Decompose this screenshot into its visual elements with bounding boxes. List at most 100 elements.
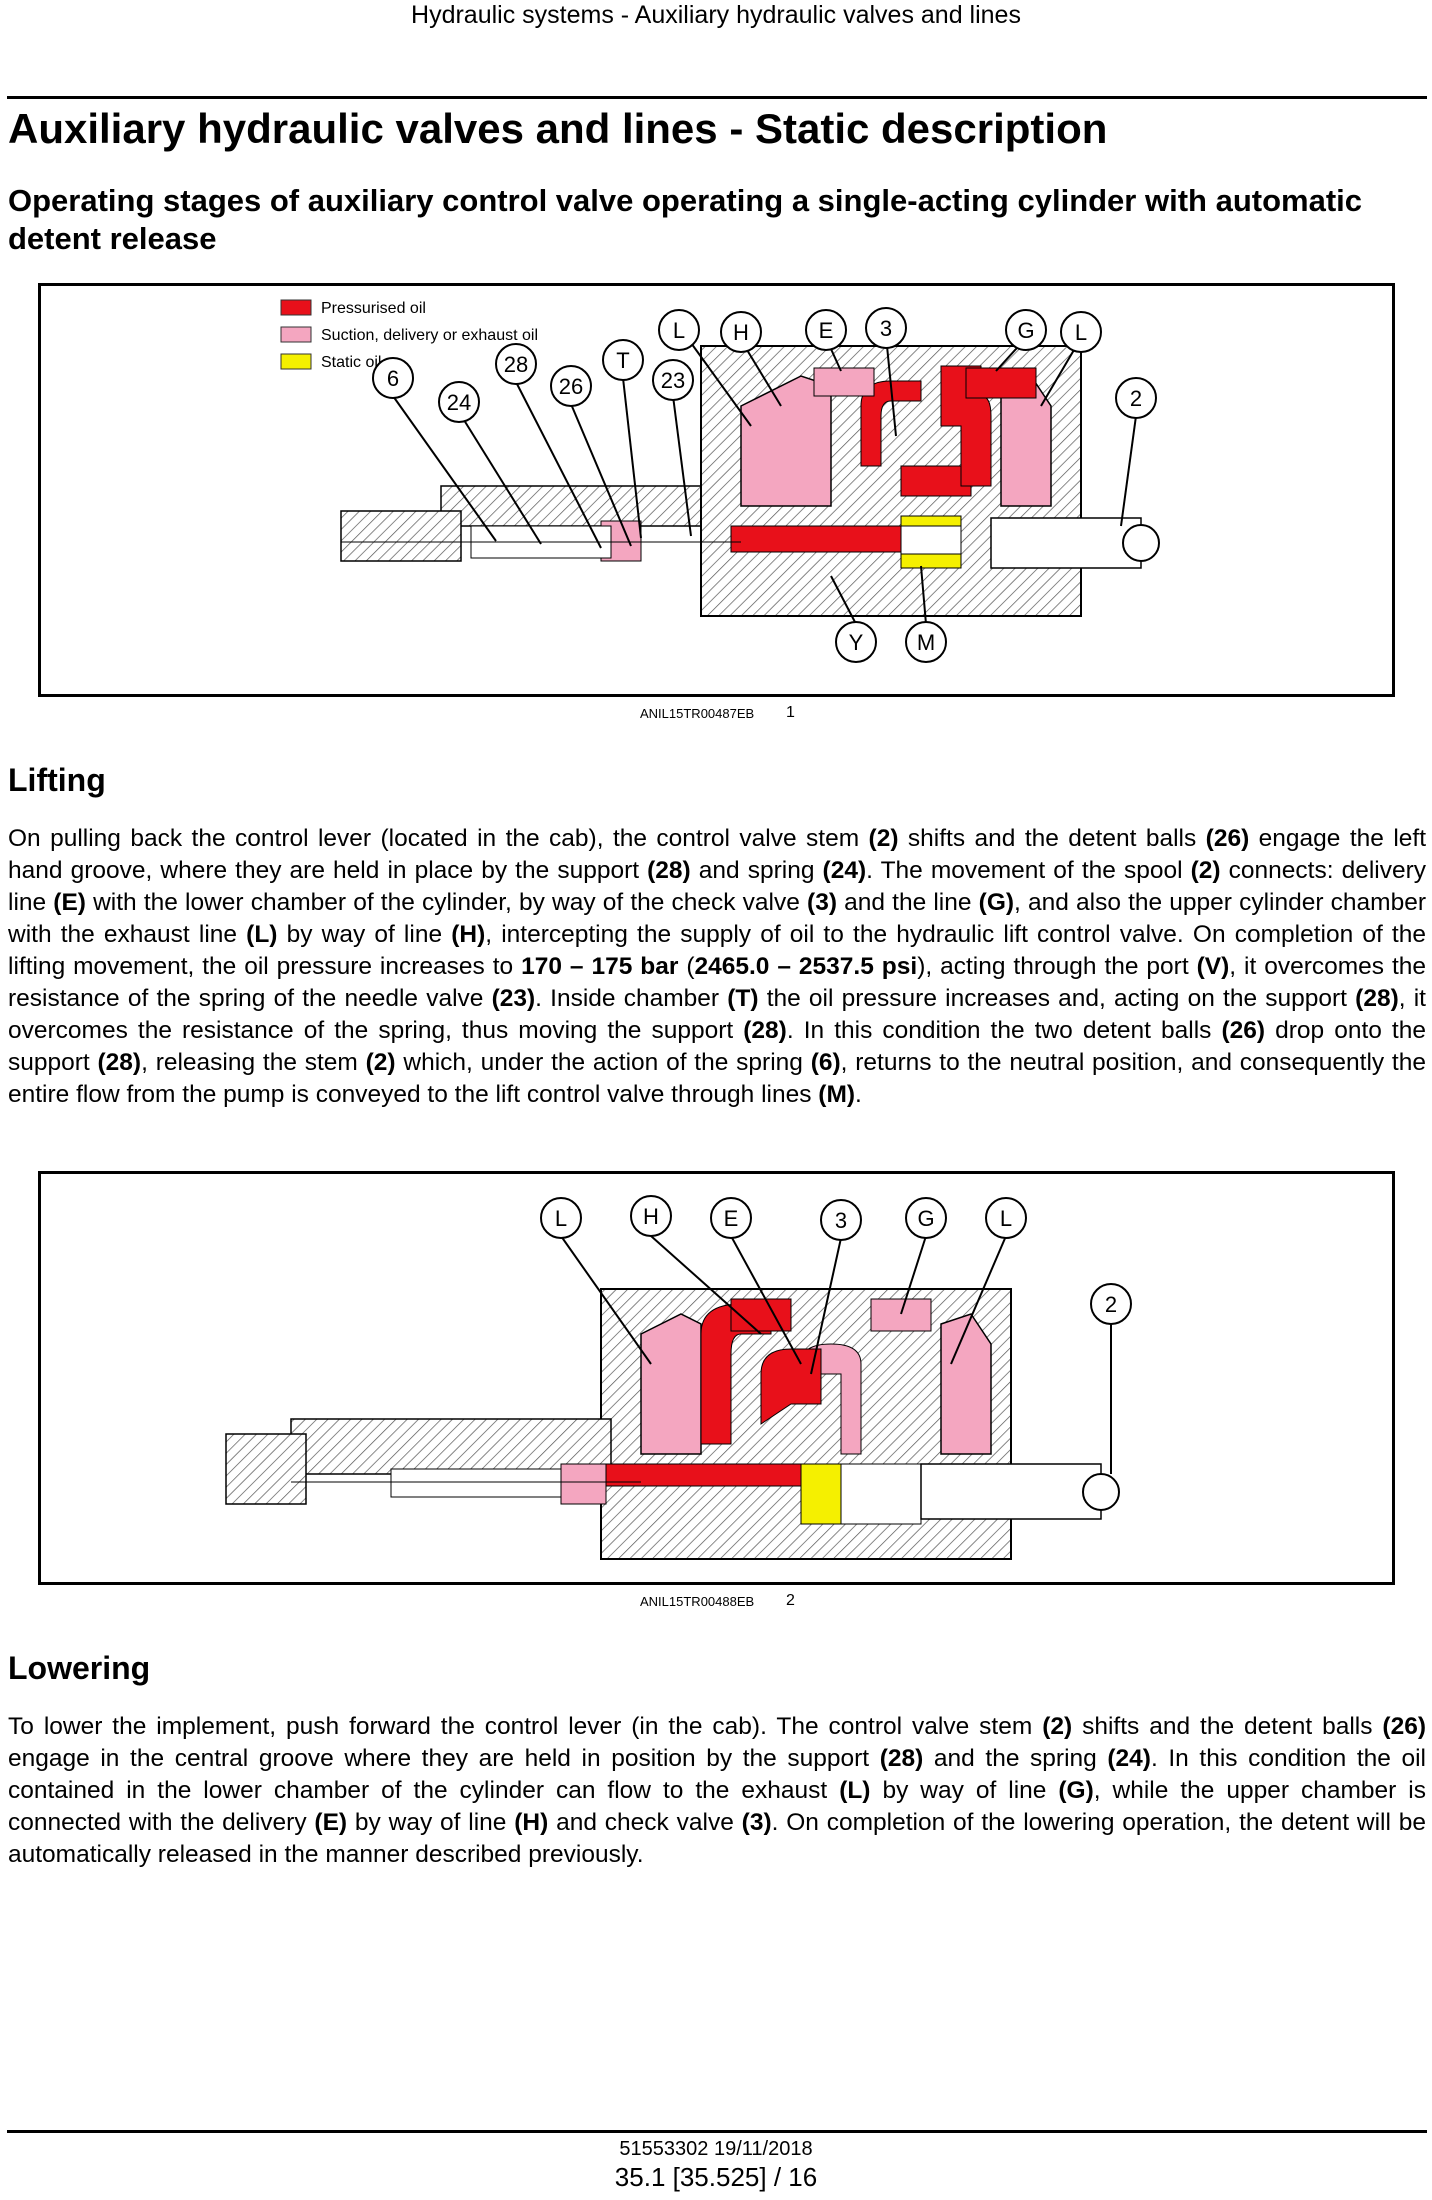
bold-reference: (L) (839, 1777, 871, 1804)
text-run: , it overcomes the resistance of the spr… (8, 985, 1426, 1044)
text-run: , returns to the neutral position, and c… (8, 1049, 1426, 1108)
callout-L-left (658, 309, 700, 351)
text-run: . In this condition the oil contained in… (8, 1745, 1426, 1804)
text-run: . In this condition the two detent balls (786, 1017, 1222, 1044)
callout-E (710, 1197, 752, 1239)
callout-M (905, 621, 947, 663)
text-run: connects: delivery line (8, 857, 1427, 916)
callout-G-text: G (1017, 318, 1034, 343)
text-run: the oil pressure increases and, acting o… (758, 985, 1356, 1012)
callout-Y-text: Y (849, 630, 864, 655)
callout-L-left-text: L (555, 1206, 567, 1231)
header-rule (7, 96, 1427, 99)
figure-1-caption: ANIL15TR00487EB (640, 706, 755, 721)
callout-23-text: 23 (661, 368, 685, 393)
legend-label-static: Static oil (321, 354, 381, 371)
bold-reference: (M) (818, 1081, 856, 1108)
text-run: , while the upper chamber is connected w… (8, 1777, 1426, 1836)
bold-reference: (28) (879, 1745, 924, 1772)
callout-E-text: E (724, 1206, 739, 1231)
bold-reference: (H) (451, 921, 486, 948)
bold-reference: (E) (53, 889, 86, 916)
page-subtitle: Operating stages of auxiliary control va… (8, 183, 1362, 256)
figure-2-caption: ANIL15TR00488EB (640, 1594, 755, 1609)
text-run: engage in the central groove where they … (8, 1745, 880, 1772)
callout-3 (820, 1199, 862, 1241)
callout-E (805, 309, 847, 351)
legend-swatch-static (280, 353, 312, 370)
section-heading-lowering: Lowering (8, 1650, 151, 1686)
footer-document-ref: 51553302 19/11/2018 (619, 2138, 813, 2160)
callout-H (720, 311, 762, 353)
text-run: drop onto the support (8, 1017, 1426, 1076)
text-run: On pulling back the control lever (locat… (8, 825, 869, 852)
bold-reference: (28) (97, 1049, 142, 1076)
callout-T-text: T (616, 348, 629, 373)
callout-G (905, 1197, 947, 1239)
bold-reference: (23) (491, 985, 536, 1012)
callout-L-right-text: L (1075, 320, 1087, 345)
footer-page-ref: 35.1 [35.525] / 16 (614, 2162, 818, 2192)
bold-reference: (6) (810, 1049, 841, 1076)
bold-reference: (H) (514, 1809, 549, 1836)
callout-24-text: 24 (447, 390, 471, 415)
bold-reference: (3) (741, 1809, 772, 1836)
legend-swatch-suction (280, 326, 312, 343)
bold-reference: (2) (868, 825, 899, 852)
bold-reference: (G) (978, 889, 1015, 916)
callouts: L H E 3 G L 2 (540, 1195, 1132, 1325)
text-run: . Inside chamber (535, 985, 728, 1012)
text-run: and the line (836, 889, 979, 916)
bold-reference: (24) (1107, 1745, 1151, 1772)
text-run: shifts and the detent balls (1072, 1713, 1383, 1740)
bold-reference: (3) (807, 889, 837, 916)
bold-reference: (2) (1042, 1713, 1073, 1740)
valve-diagram-lowering: L H E 3 G L 2 (225, 1195, 1132, 1560)
bold-reference: (28) (743, 1017, 787, 1044)
figure-1: Pressurised oil Suction, delivery or exh… (38, 283, 1395, 697)
text-run: , intercepting the supply of oil to the … (8, 921, 1426, 980)
bold-reference: (E) (314, 1809, 348, 1836)
text-run: by way of line (347, 1809, 515, 1836)
valve-body (340, 345, 1160, 617)
leader-lines (560, 1235, 1112, 1474)
valve-diagram-lifting: Pressurised oil Suction, delivery or exh… (280, 299, 1160, 663)
callouts: 6 24 28 26 T 23 L H E 3 G L 2 Y (372, 307, 1157, 663)
figure-1-number: 1 (786, 704, 795, 721)
text-run: which, under the action of the spring (395, 1049, 811, 1076)
text-run: shifts and the detent balls (898, 825, 1206, 852)
text-run: with the lower chamber of the cylinder, … (85, 889, 808, 916)
text-run: , releasing the stem (141, 1049, 366, 1076)
bold-reference: (T) (727, 985, 759, 1012)
bold-reference: 2465.0 – 2537.5 psi (694, 953, 918, 980)
text-run: and check valve (548, 1809, 742, 1836)
callout-G (1005, 309, 1047, 351)
callout-28 (495, 343, 537, 385)
callout-3 (865, 307, 907, 349)
callout-23 (652, 359, 694, 401)
page-title: Auxiliary hydraulic valves and lines - S… (8, 105, 1108, 152)
bold-reference: (L) (246, 921, 278, 948)
bold-reference: (V) (1196, 953, 1230, 980)
legend-swatch-pressurised (280, 299, 312, 316)
callout-E-text: E (819, 318, 834, 343)
callout-6-text: 6 (387, 366, 399, 391)
callout-T (602, 339, 644, 381)
callout-28-text: 28 (504, 352, 528, 377)
bold-reference: (26) (1221, 1017, 1266, 1044)
paragraph-lifting: On pulling back the control lever (locat… (8, 823, 1426, 1111)
callout-2 (1090, 1283, 1132, 1325)
text-run: ), acting through the port (917, 953, 1197, 980)
footer-rule (7, 2130, 1427, 2133)
callout-24 (438, 381, 480, 423)
bold-reference: (2) (1190, 857, 1221, 884)
callout-G-text: G (917, 1206, 934, 1231)
callout-2-text: 2 (1105, 1292, 1117, 1317)
callout-3-text: 3 (880, 316, 892, 341)
bold-reference: (2) (365, 1049, 396, 1076)
bold-reference: (26) (1205, 825, 1250, 852)
callout-L-left (540, 1197, 582, 1239)
text-run: and spring (690, 857, 823, 884)
callout-L-right (985, 1197, 1027, 1239)
text-run: To lower the implement, push forward the… (8, 1713, 1043, 1740)
